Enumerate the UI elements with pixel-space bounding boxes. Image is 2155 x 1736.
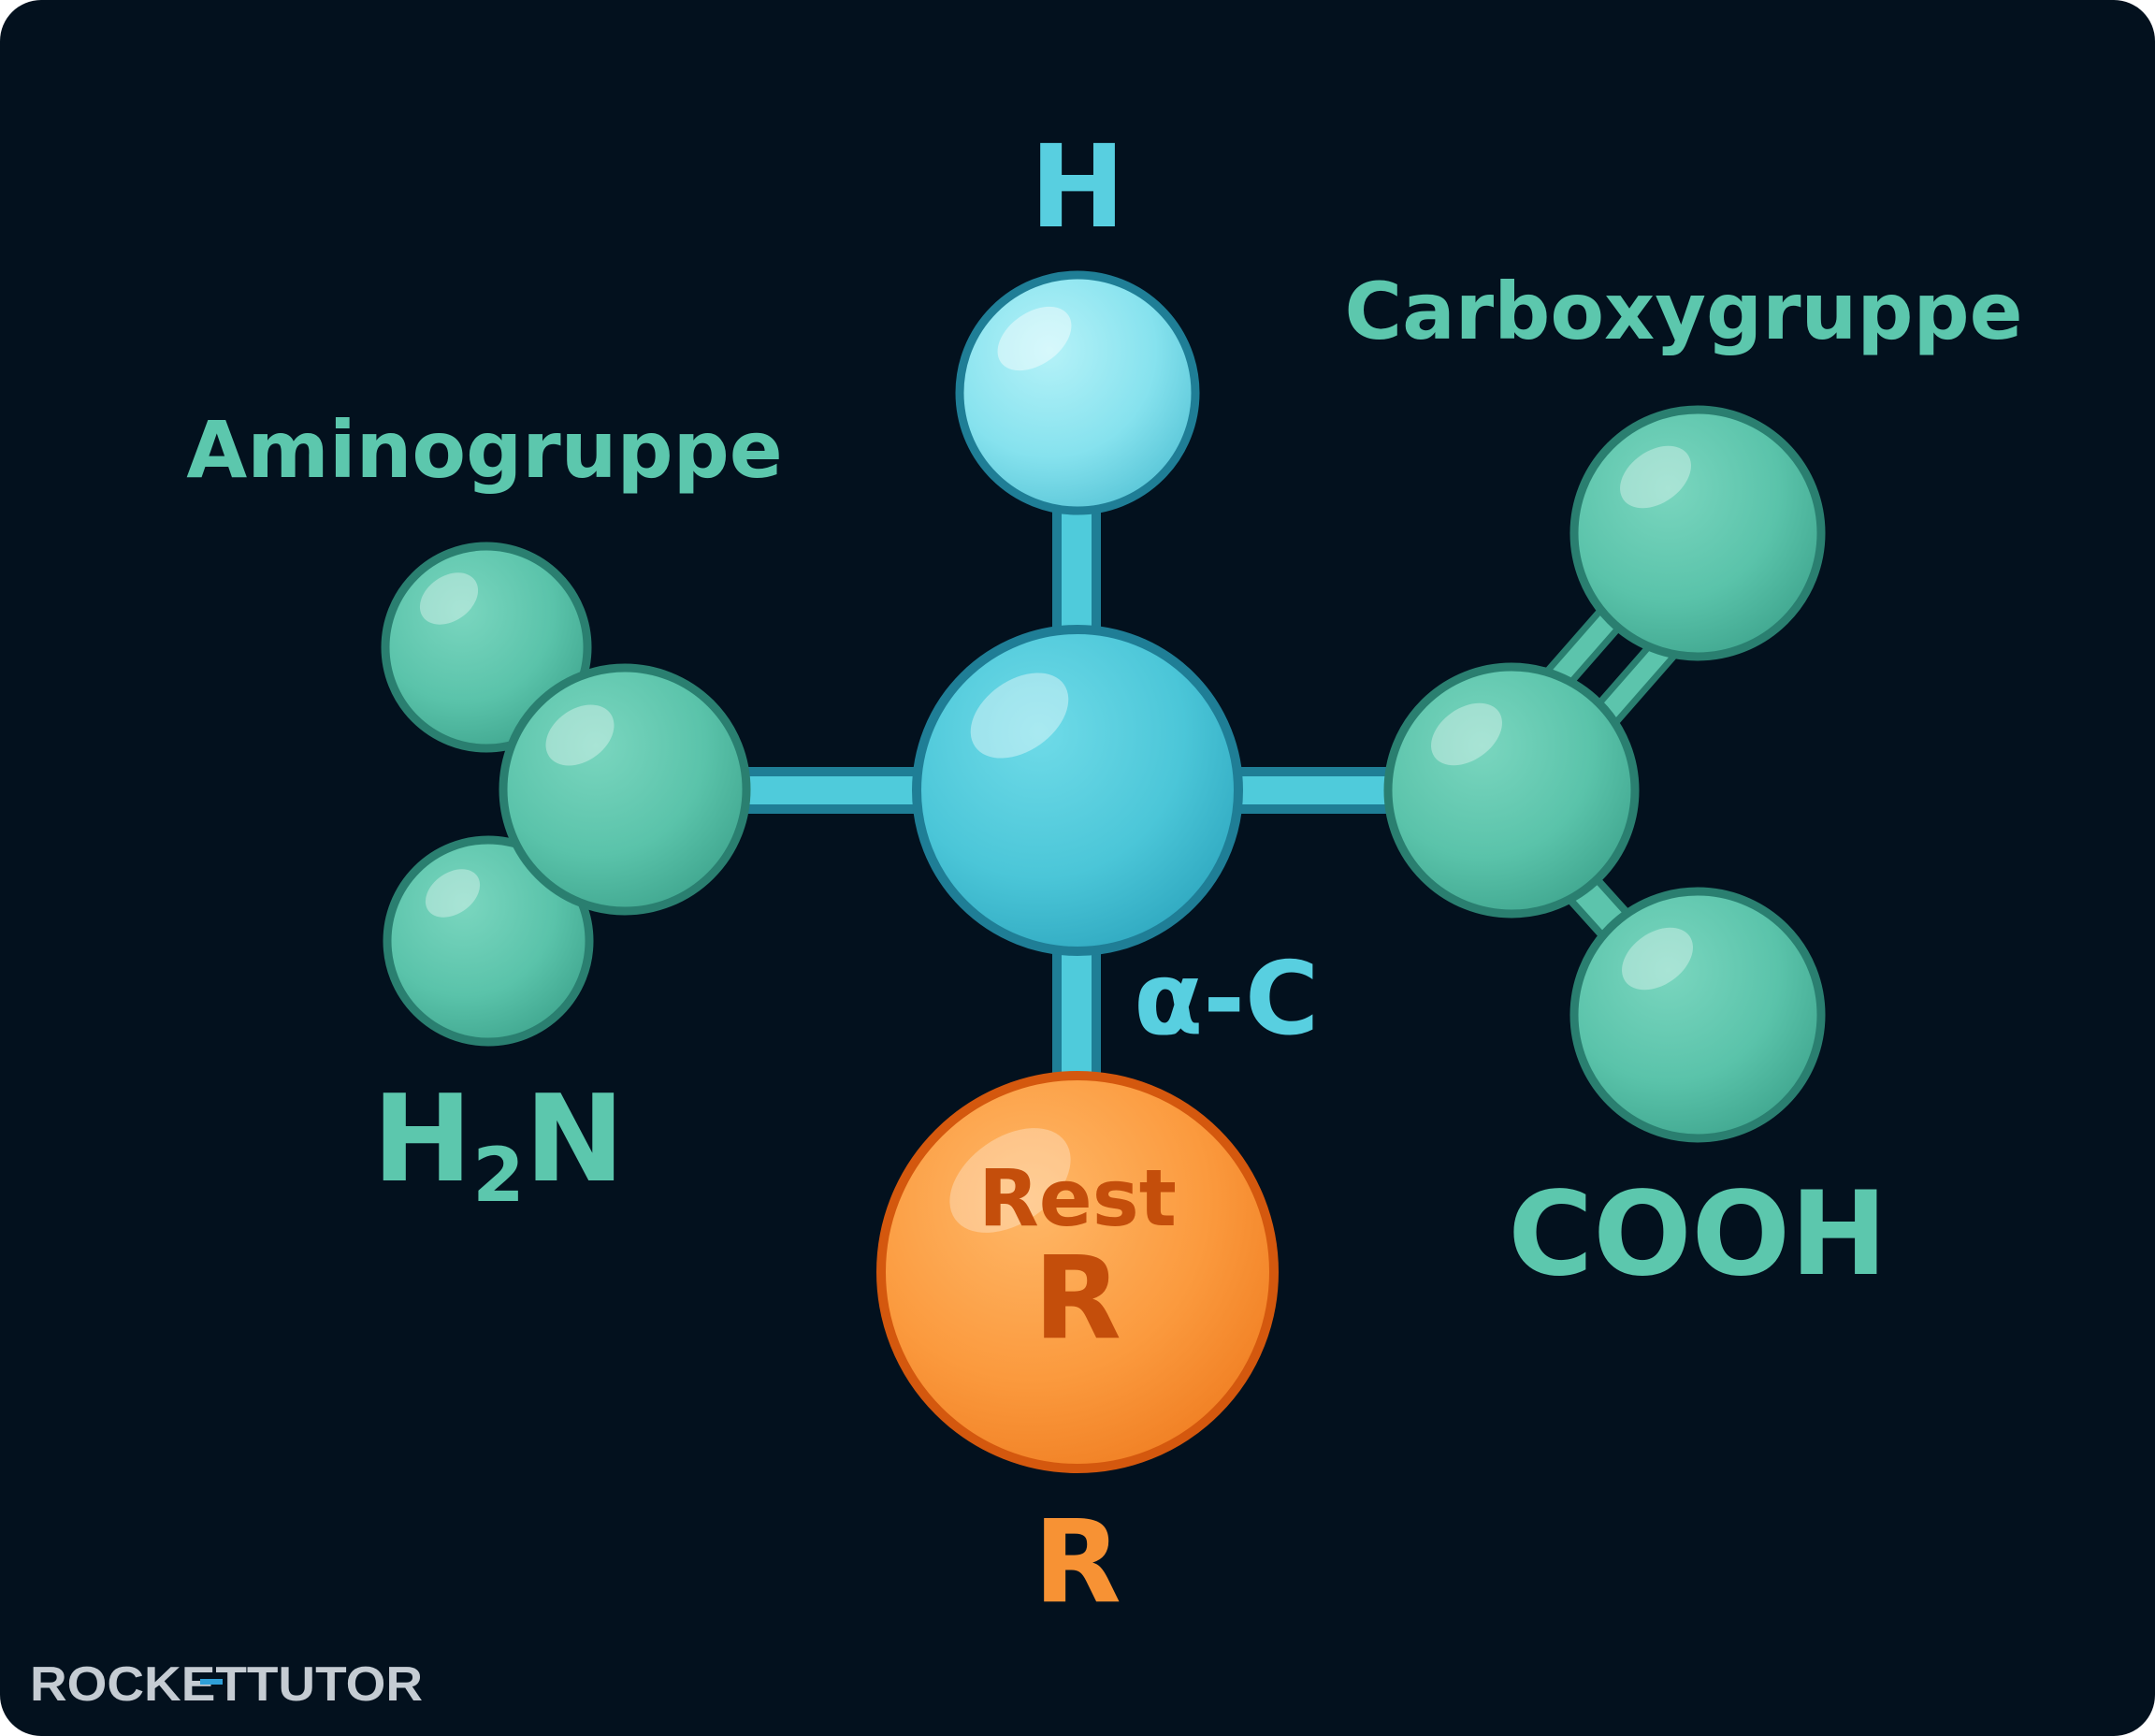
label-aminogruppe: Aminogruppe xyxy=(186,404,782,496)
atom-rest-r xyxy=(876,1071,1279,1473)
atom-amino-upper xyxy=(381,542,592,753)
label-cooh: COOH xyxy=(1508,1167,1887,1302)
logo-accent-mark xyxy=(200,1679,223,1685)
atom-alpha-carbon xyxy=(912,625,1243,956)
amine-subscript: 2 xyxy=(472,1132,525,1219)
logo-text: ROCKETTUTOR xyxy=(30,1657,423,1712)
label-amine-formula: H2N xyxy=(372,1070,625,1219)
label-rest-word: Rest xyxy=(978,1152,1177,1244)
atom-carboxyl-oxygen-lower xyxy=(1569,887,1826,1143)
amine-n: N xyxy=(525,1070,625,1209)
atom-nitrogen xyxy=(499,663,751,916)
atom-carboxyl-carbon xyxy=(1383,662,1640,919)
label-carboxygruppe: Carboxygruppe xyxy=(1344,266,2022,357)
logo-rockettutor: ROCKETTUTOR xyxy=(30,1657,423,1712)
atom-hydrogen xyxy=(955,270,1200,515)
label-top-h: H xyxy=(1030,121,1125,253)
amine-h: H xyxy=(372,1070,472,1209)
atom-carboxyl-oxygen-upper xyxy=(1569,405,1826,661)
label-bottom-r: R xyxy=(1034,1496,1121,1628)
atom-amino-lower xyxy=(383,835,594,1047)
label-alpha-carbon: α-C xyxy=(1134,941,1319,1058)
label-rest-letter: R xyxy=(1034,1232,1121,1365)
